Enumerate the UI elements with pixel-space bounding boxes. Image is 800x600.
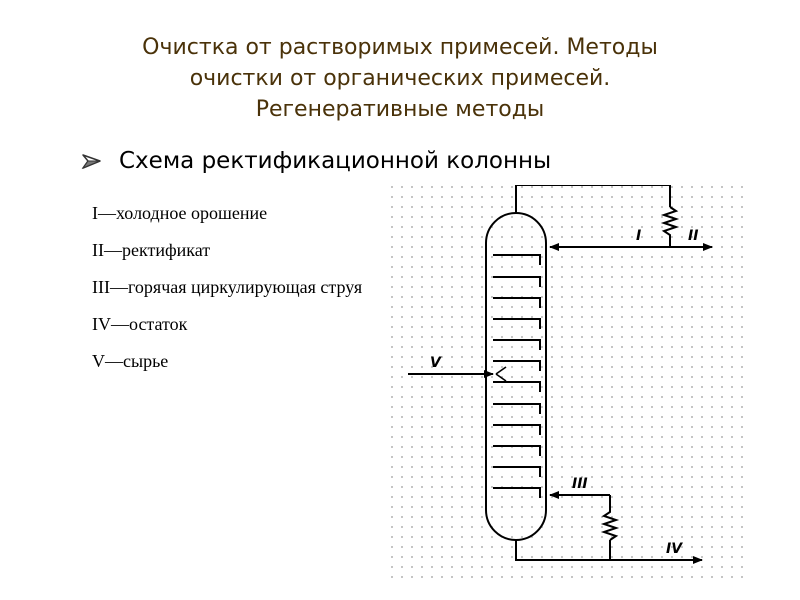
title-line-3: Регенеративные методы [255,97,545,122]
title-line-1: Очистка от растворимых примесей. Методы [142,35,658,60]
column-shell [485,212,547,541]
reboiler-coil [600,495,620,541]
column-trays [493,254,541,498]
label-stream-i: I [636,228,641,244]
arrow-bullet-icon [80,150,102,172]
label-stream-iii: III [572,476,588,492]
dot-grid-background [390,185,745,585]
title-line-2: очистки от органических примесей. [189,66,611,91]
legend-item-ii: II—ректификат [92,240,211,260]
legend-item-iv: IV—остаток [92,314,188,334]
slide-title: Очистка от растворимых примесей. Методы … [40,32,760,125]
scheme-heading: Схема ректификационной колонны [119,148,552,174]
condenser-coil [660,206,680,247]
bottoms-line [515,540,703,564]
legend-item-i: I—холодное орошение [92,203,268,223]
bullet-item: Схема ректификационной колонны [80,143,551,179]
stream-legend: I—холодное орошение II—ректификат III—го… [92,202,412,387]
legend-item-v: V—сырье [92,351,169,371]
label-stream-ii: II [688,228,698,244]
legend-item-iii: III—горячая циркулирующая струя [92,277,363,297]
label-stream-v: V [430,355,442,371]
rectification-column-diagram: I II V III IV [390,185,745,585]
overhead-vapor-line [515,185,671,213]
label-stream-iv: IV [666,541,683,557]
